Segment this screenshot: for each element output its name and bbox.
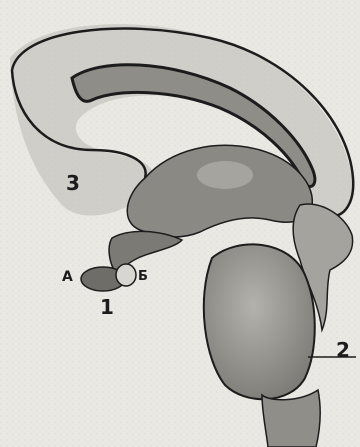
thalamus-highlight xyxy=(197,161,253,189)
label-3: 3 xyxy=(66,173,80,193)
label-1: 1 xyxy=(100,297,114,317)
label-a: А xyxy=(62,270,73,284)
pons xyxy=(204,244,315,399)
medulla-oblongata xyxy=(262,390,320,447)
label-b: Б xyxy=(138,270,148,283)
label-2: 2 xyxy=(336,340,350,360)
pituitary-posterior-lobe xyxy=(116,264,136,286)
